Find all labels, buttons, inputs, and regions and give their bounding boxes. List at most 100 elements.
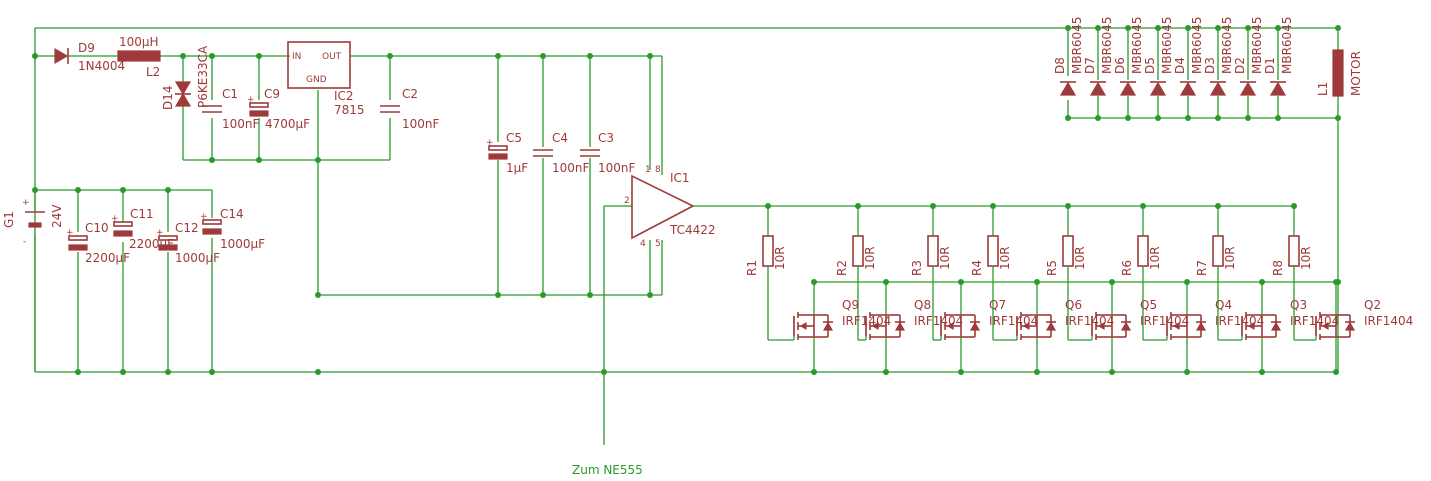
diode-name: D3 [1203,57,1217,74]
junction-dot [587,53,593,59]
junction-dot [315,292,321,298]
diode-value: MBR6045 [1160,17,1174,74]
junction-dot [32,187,38,193]
resistor-value: 10R [1148,246,1162,270]
note-label: Zum NE555 [572,463,643,477]
d9-label: D9 [78,41,95,55]
junction-dot [315,157,321,163]
l1-value: MOTOR [1349,51,1363,96]
diode-value: MBR6045 [1130,17,1144,74]
resistor-name: R4 [970,260,984,276]
d14-value: P6KE33CA [196,45,210,108]
junction-dot [209,53,215,59]
c5-value: 1µF [506,161,528,175]
junction-dot [209,369,215,375]
junction-dot [315,369,321,375]
junction-dot [540,53,546,59]
junction-dot [647,53,653,59]
junction-dot [587,292,593,298]
ic1-value: TC4422 [669,223,716,237]
l1-label: L1 [1316,82,1330,96]
c2-value: 100nF [402,117,440,131]
svg-text:+: + [156,228,164,238]
ic1-label: IC1 [670,171,690,185]
c1-label: C1 [222,87,238,101]
diode-name: D7 [1083,57,1097,74]
junction-dot [1335,115,1341,121]
svg-text:5: 5 [655,239,661,249]
d9-value: 1N4004 [78,59,125,73]
diode-d9: D9 1N4004 [54,41,125,73]
d14-label: D14 [161,85,175,110]
resistor-name: R1 [745,260,759,276]
svg-text:IN: IN [292,52,301,62]
resistor-value: 10R [1223,246,1237,270]
junction-dot [256,53,262,59]
junction-dot [120,369,126,375]
capacitor-c14: + C14 1000µF [200,207,265,251]
junction-dot [387,53,393,59]
junction-dot [32,53,38,59]
c11-label: C11 [130,207,154,221]
svg-text:1: 1 [645,165,651,175]
diode-value: MBR6045 [1100,17,1114,74]
l2-label: L2 [146,65,160,79]
c5-label: C5 [506,131,522,145]
battery-g1: + - G1 24V [2,198,64,247]
svg-text:2: 2 [624,196,630,206]
capacitor-c11: + C11 2200µF [111,207,174,251]
mosfet-name: Q8 [914,298,931,312]
g1-label: G1 [2,211,16,228]
c4-label: C4 [552,131,568,145]
diode-name: D5 [1143,57,1157,74]
mosfet-name: Q7 [989,298,1006,312]
diode-name: D6 [1113,57,1127,74]
svg-text:+: + [247,95,255,105]
junction-dot [120,187,126,193]
resistor-name: R6 [1120,260,1134,276]
capacitor-c1: C1 100nF [202,87,260,131]
mosfet-name: Q5 [1140,298,1157,312]
capacitor-c10: + C10 2200µF [66,221,130,265]
diode-value: MBR6045 [1190,17,1204,74]
diode-name: D1 [1263,57,1277,74]
resistor-r6: R6 10R [1120,203,1162,340]
resistor-value: 10R [998,246,1012,270]
junction-dot [209,157,215,163]
resistor-name: R2 [835,260,849,276]
svg-text:+: + [66,228,74,238]
c3-value: 100nF [598,161,636,175]
c4-value: 100nF [552,161,590,175]
junction-dot [601,369,607,375]
junction-dot [165,369,171,375]
l2-value: 100µH [119,35,159,49]
resistor-r4: R4 10R [970,203,1012,340]
junction-dot [495,53,501,59]
resistor-value: 10R [1073,246,1087,270]
junction-dot [75,369,81,375]
c2-label: C2 [402,87,418,101]
resistor-value: 10R [938,246,952,270]
capacitor-c3: C3 100nF [580,131,636,175]
capacitor-c9: + C9 4700µF [247,87,310,131]
g1-value: 24V [50,204,64,228]
svg-text:+: + [486,138,494,148]
mosfet-name: Q3 [1290,298,1307,312]
junction-dot [647,292,653,298]
c12-value: 1000µF [175,251,220,265]
junction-dot [540,292,546,298]
